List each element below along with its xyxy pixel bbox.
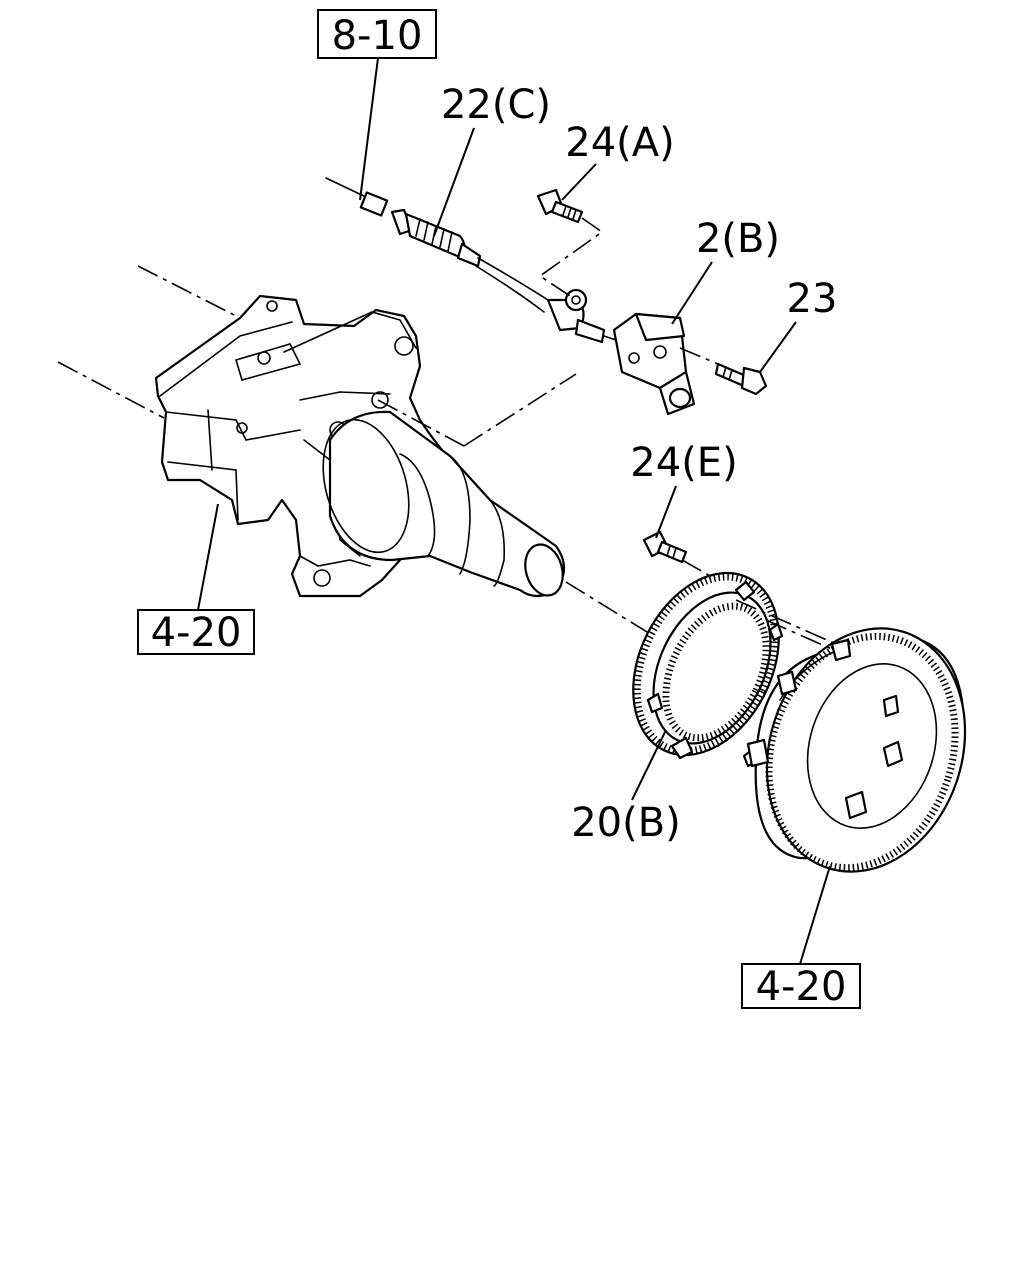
label-23: 23 [787, 276, 838, 322]
sensor-bracket-2b[interactable] [612, 312, 696, 416]
leader-22c [433, 127, 475, 237]
ref-box-4-20-disc[interactable]: 4-20 [741, 963, 861, 1010]
label-22c: 22(C) [441, 82, 551, 128]
leader-2b [671, 261, 713, 325]
abs-sensor-cable[interactable] [325, 177, 617, 344]
leader-24e [655, 485, 677, 539]
label-24a: 24(A) [565, 120, 674, 166]
bolt-24a[interactable] [536, 188, 584, 224]
sensor-rotor-ring-20b[interactable] [605, 549, 808, 779]
label-20b: 20(B) [571, 800, 681, 846]
disc-axis-line-2 [765, 619, 835, 651]
bracket-axis-line [463, 373, 577, 447]
leader-4-20-axle [197, 503, 219, 611]
axis-23 [679, 347, 719, 365]
spindle-axis-line [565, 581, 661, 641]
ref-box-8-10[interactable]: 8-10 [317, 9, 437, 59]
leader-4-20-disc [799, 865, 831, 965]
ref-label-4-20-axle: 4-20 [151, 610, 242, 656]
ref-box-4-20-axle[interactable]: 4-20 [137, 609, 255, 656]
label-24e: 24(E) [630, 440, 737, 486]
leader-8-10 [359, 57, 379, 201]
disc-axis-line [735, 599, 837, 645]
brake-disc[interactable] [736, 602, 995, 897]
leader-20b [631, 729, 667, 801]
bolt-24e[interactable] [642, 530, 688, 564]
leader-24a [561, 163, 597, 201]
ref-label-8-10: 8-10 [332, 13, 423, 59]
axis-24a [538, 217, 604, 297]
axle-spindle[interactable] [309, 410, 569, 600]
leader-23 [759, 321, 797, 373]
bolt-23[interactable] [714, 362, 768, 396]
ref-label-4-20-disc: 4-20 [756, 964, 847, 1010]
housing-axis-line [377, 399, 465, 447]
label-2b: 2(B) [696, 216, 780, 262]
